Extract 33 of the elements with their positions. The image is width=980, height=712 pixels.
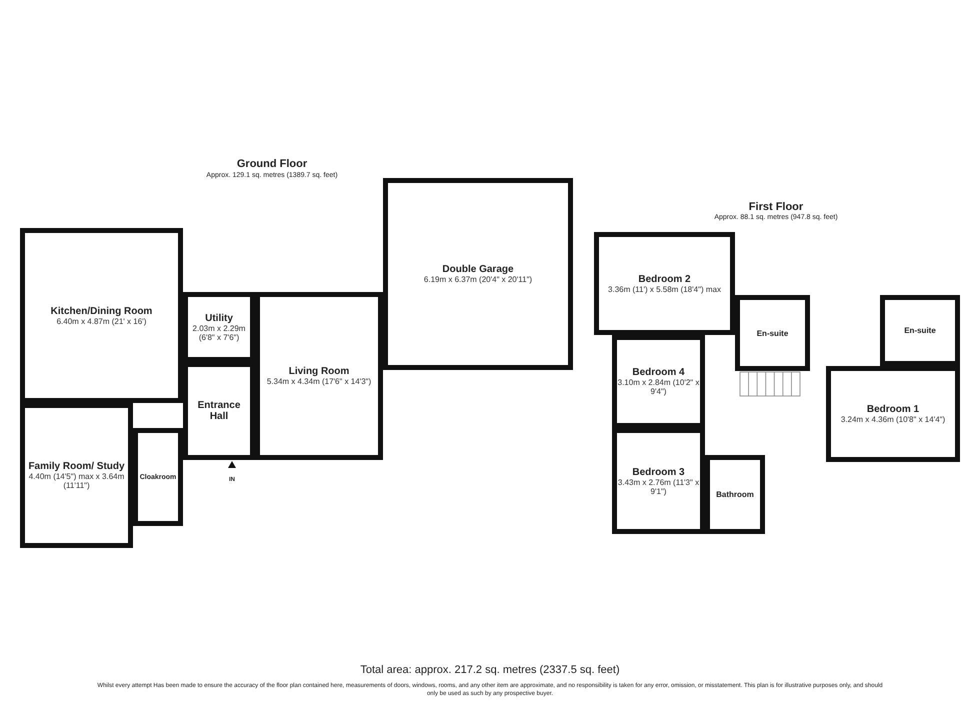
room-name: Living Room: [288, 366, 350, 377]
room-name: Utility: [205, 312, 233, 324]
room-name: Bathroom: [716, 489, 754, 500]
room-dimensions: 3.10m x 2.84m (10'2" x 9'4"): [618, 378, 700, 396]
room-name: Bedroom 2: [638, 274, 691, 284]
room-name: Bedroom 3: [632, 466, 685, 478]
room-name: Bedroom 1: [866, 404, 920, 415]
room: [255, 292, 383, 460]
room-name: En-suite: [904, 325, 936, 336]
room-name: Kitchen/Dining Room: [50, 306, 152, 316]
room-name: Family Room/ Study: [28, 461, 125, 472]
room-dimensions: 5.34m x 4.34m (17'6" x 14'3"): [266, 377, 372, 386]
room: [826, 366, 960, 462]
floor-title: Ground Floor: [236, 158, 308, 171]
room: [594, 232, 735, 335]
room-name: Bedroom 4: [632, 367, 685, 378]
room-dimensions: 3.43m x 2.76m (11'3" x 9'1"): [618, 478, 700, 496]
room: [880, 295, 960, 366]
room-dimensions: 6.40m x 4.87m (21' x 16'): [56, 316, 146, 326]
room: [735, 295, 810, 371]
room-name: Double Garage: [442, 264, 514, 275]
room-dimensions: 2.03m x 2.29m (6'8" x 7'6"): [192, 324, 246, 342]
room: [133, 428, 183, 526]
floor-title: First Floor: [748, 201, 804, 214]
room-dimensions: 3.24m x 4.36m (10'8" x 14'4"): [840, 415, 946, 424]
room-dimensions: 6.19m x 6.37m (20'4" x 20'11"): [424, 275, 532, 284]
room-dimensions: 3.36m (11') x 5.58m (18'4") max: [608, 284, 721, 294]
room: [705, 455, 765, 534]
room-dimensions: 4.40m (14'5") max x 3.64m (11'11"): [28, 472, 126, 490]
room: [383, 178, 573, 370]
room-name: Entrance Hall: [196, 400, 242, 422]
total-area: Total area: approx. 217.2 sq. metres (2337.5 sq. feet): [240, 664, 740, 677]
room-name: En-suite: [756, 328, 788, 338]
